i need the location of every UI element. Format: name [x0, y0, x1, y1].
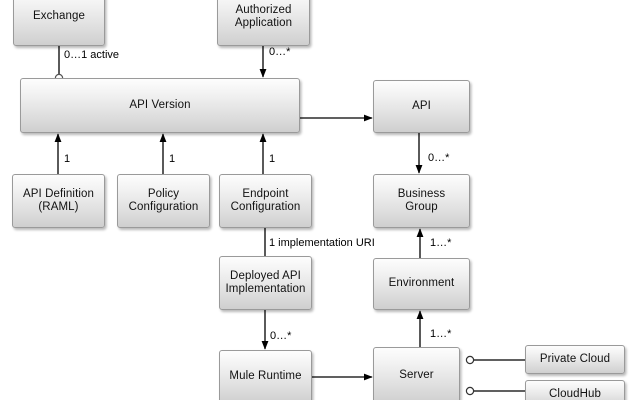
- node-exchange[interactable]: Exchange: [13, 0, 105, 46]
- node-api-version[interactable]: API Version: [20, 78, 300, 133]
- node-private-cloud-label: Private Cloud: [539, 352, 611, 365]
- edge-label-implementation-uri: 1 implementation URI: [269, 237, 375, 249]
- node-cloudhub-label: CloudHub: [549, 387, 601, 400]
- node-server[interactable]: Server: [373, 347, 460, 400]
- edge-label-environment-multiplicity: 1…*: [430, 237, 452, 249]
- node-mule-runtime-label: Mule Runtime: [229, 370, 302, 383]
- node-api-definition-label: API Definition(RAML): [22, 187, 95, 214]
- node-api-version-label: API Version: [129, 98, 191, 111]
- node-environment[interactable]: Environment: [373, 258, 470, 310]
- edge-label-server-multiplicity: 1…*: [430, 328, 452, 340]
- edge-server-to-cloudhub: [465, 386, 525, 396]
- edge-label-policy-config-multiplicity: 1: [169, 153, 176, 165]
- node-exchange-label: Exchange: [33, 10, 85, 23]
- edge-label-api-definition-multiplicity: 1: [64, 153, 71, 165]
- edge-exchange-to-api-version: [54, 46, 64, 83]
- node-api-definition[interactable]: API Definition(RAML): [12, 174, 105, 228]
- node-mule-runtime[interactable]: Mule Runtime: [219, 350, 312, 400]
- node-api[interactable]: API: [373, 80, 470, 133]
- node-cloudhub[interactable]: CloudHub: [525, 380, 625, 400]
- node-api-label: API: [412, 99, 431, 112]
- edge-label-api-business-group-multiplicity: 0…*: [428, 152, 450, 164]
- edge-label-exchange-multiplicity: 0…1 active: [64, 49, 120, 61]
- node-server-label: Server: [399, 368, 434, 381]
- node-private-cloud[interactable]: Private Cloud: [525, 345, 625, 374]
- node-environment-label: Environment: [388, 277, 455, 290]
- edge-label-endpoint-config-multiplicity: 1: [269, 153, 276, 165]
- edge-server-to-private-cloud: [465, 355, 525, 365]
- edge-label-authorized-app-multiplicity: 0…*: [269, 46, 291, 58]
- edge-label-deployed-api-multiplicity: 0…*: [270, 330, 292, 342]
